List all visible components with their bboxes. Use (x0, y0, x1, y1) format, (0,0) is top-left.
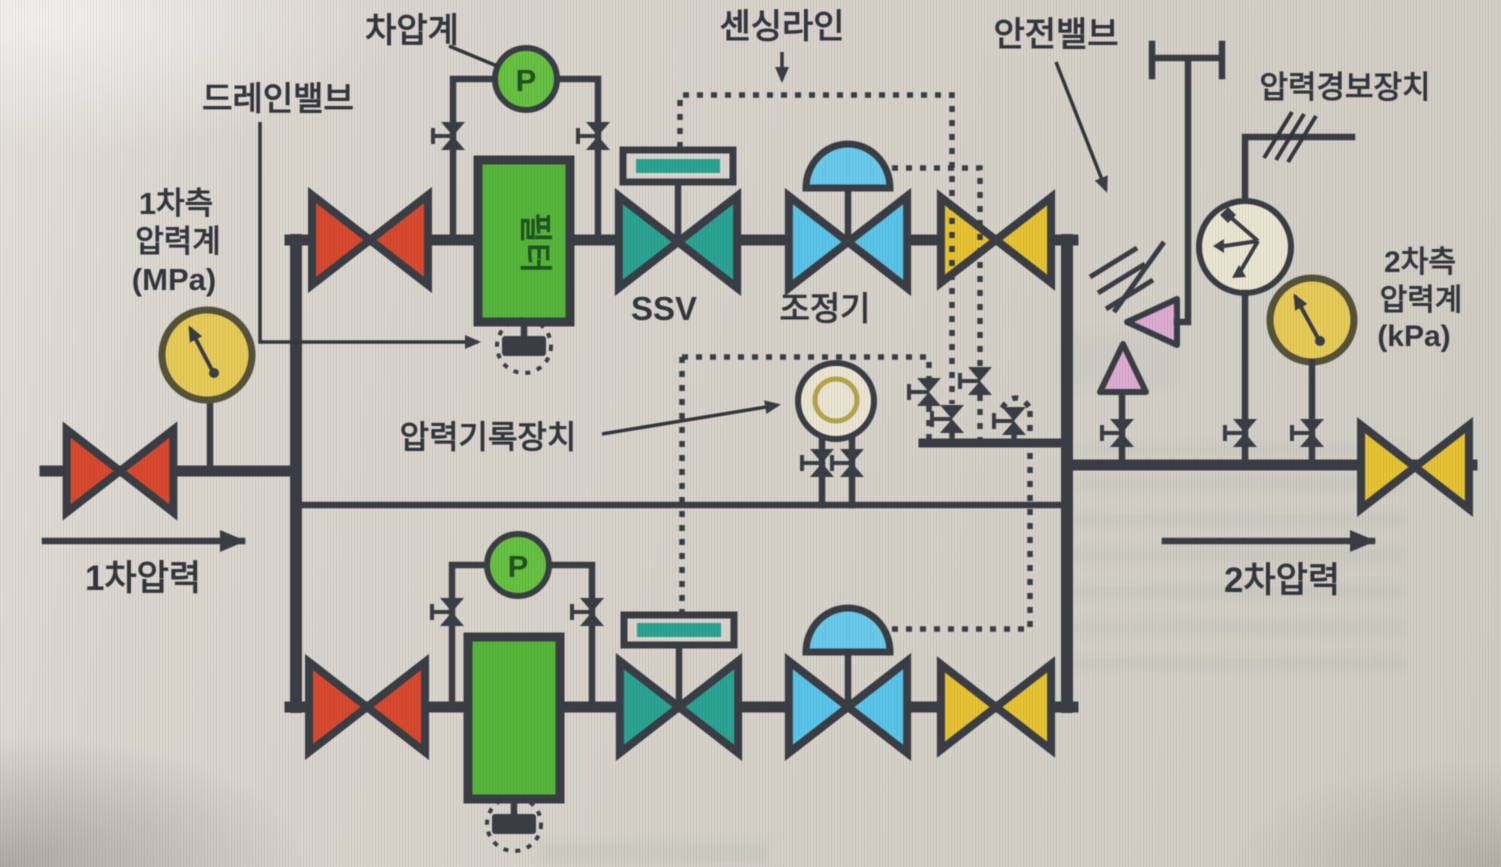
top-dp-right-valve (576, 120, 612, 152)
outlet-flow-label: 2차압력 (1224, 561, 1340, 600)
secondary-gauge-pivot (1315, 336, 1325, 346)
sensing-line-top-loop (677, 92, 955, 404)
secondary-gauge-needle (1293, 293, 1321, 341)
safety-valve-outlet-body (1124, 296, 1180, 348)
top-regulator-dome (802, 140, 894, 192)
top-outlet-block-valve (941, 197, 1051, 283)
top-ssv-actuator-bar (636, 159, 720, 173)
drain-valve-label: 드레인밸브 (202, 80, 354, 117)
primary-gauge-label-1: 1차측 (139, 186, 213, 221)
top-dp-left-valve (431, 120, 467, 152)
sensing-manifold-valve-3 (958, 365, 994, 397)
vent-stack-icon (1148, 40, 1226, 80)
safety-valve-spring-hatches (1088, 245, 1155, 312)
bottom-filter-drain-highlight (485, 795, 543, 853)
recorder-right-valve (830, 447, 866, 479)
secondary-gauge-label-2: 압력계 (1380, 284, 1463, 317)
sensing-lines (677, 92, 1072, 632)
top-filter-drain-highlight (495, 317, 553, 375)
secondary-pressure-gauge (1266, 274, 1358, 366)
bottom-filter (463, 632, 565, 804)
bottom-inlet-block-valve (309, 662, 425, 752)
safety-valve-isolation-valve (1100, 417, 1136, 449)
sensing-manifold-valve-4 (992, 405, 1028, 437)
recorder-arrow (601, 400, 781, 436)
sensing-manifold-valve-2 (930, 403, 966, 435)
bottom-dp-right-tap (543, 561, 596, 711)
recorder-body (795, 360, 877, 442)
top-branch: P 필터 SSV 조정기 (312, 45, 1051, 375)
diff-gauge-leader (448, 44, 498, 68)
regulator-label: 조정기 (779, 290, 870, 327)
inlet-shutoff-valve (67, 430, 174, 513)
bottom-filter-drain-plug (492, 814, 536, 834)
top-dp-left-tap (449, 75, 501, 244)
secondary-gauge-label-3: (kPa) (1377, 320, 1450, 353)
pressure-alarm-label: 압력경보장치 (1259, 70, 1430, 105)
pressure-alarm-symbol (1213, 207, 1260, 278)
bottom-regulator-dome (802, 604, 894, 656)
secondary-gauge-isolation-valve (1290, 417, 1326, 449)
top-dp-gauge-letter: P (516, 63, 537, 98)
callouts: 차압계 드레인밸브 센싱라인 안전밸브 압력경보장치 압력기록장치 (202, 8, 1430, 455)
primary-gauge-pivot (209, 368, 219, 378)
sensing-line-label: 센싱라인 (719, 8, 844, 46)
sensing-line-bottom-ssv (679, 354, 932, 612)
inlet-flow-label: 1차압력 (85, 559, 201, 598)
bottom-outlet-block-valve (941, 664, 1051, 750)
recorder-label: 압력기록장치 (400, 419, 577, 455)
pressure-recorder (795, 360, 877, 509)
bottom-dp-gauge (484, 531, 552, 599)
alarm-isolation-valve (1223, 417, 1259, 449)
sensing-manifold-valve-1 (907, 376, 943, 408)
drain-valve-leader (258, 122, 481, 349)
ssv-label: SSV (631, 290, 697, 327)
recorder-left-valve (800, 447, 836, 479)
outlet-shutoff-valve (1361, 425, 1469, 509)
secondary-gauge-label-1: 2차측 (1384, 246, 1456, 279)
bottom-dp-left-tap (448, 561, 493, 711)
top-filter-drain-plug (502, 336, 546, 356)
alarm-signal-line (1241, 133, 1356, 206)
alarm-signal-hatches (1262, 110, 1318, 164)
pressure-alarm-body (1196, 198, 1294, 296)
top-dp-right-tap (551, 75, 602, 244)
outlet-section: 2차압력 2차측 압력계 (kPa) (1088, 40, 1469, 600)
vent-riser (1173, 56, 1192, 326)
top-dp-gauge (492, 45, 560, 113)
safety-valve-label: 안전밸브 (993, 16, 1118, 54)
primary-gauge-label-2: 압력계 (135, 224, 221, 259)
primary-pressure-gauge (158, 306, 256, 404)
safety-valve-arrow (1054, 61, 1108, 193)
primary-gauge-label-3: (MPa) (132, 262, 216, 297)
inlet-section: 1차압력 1차측 압력계 (MPa) (41, 186, 256, 598)
bottom-dp-left-valve (430, 596, 466, 628)
top-filter-label: 필터 (517, 213, 554, 274)
safety-valve-body (1097, 341, 1149, 395)
recorder-chart-ring (812, 376, 860, 424)
bottom-ssv-actuator-bar (637, 623, 721, 637)
bottom-branch: P (309, 531, 1051, 853)
sensing-line-top-dome (892, 165, 983, 443)
top-inlet-block-valve (312, 195, 428, 285)
primary-gauge-needle (188, 325, 215, 373)
bottom-dp-right-valve (570, 596, 606, 628)
bottom-dp-gauge-letter: P (508, 549, 529, 584)
diff-gauge-label: 차압계 (365, 12, 459, 50)
